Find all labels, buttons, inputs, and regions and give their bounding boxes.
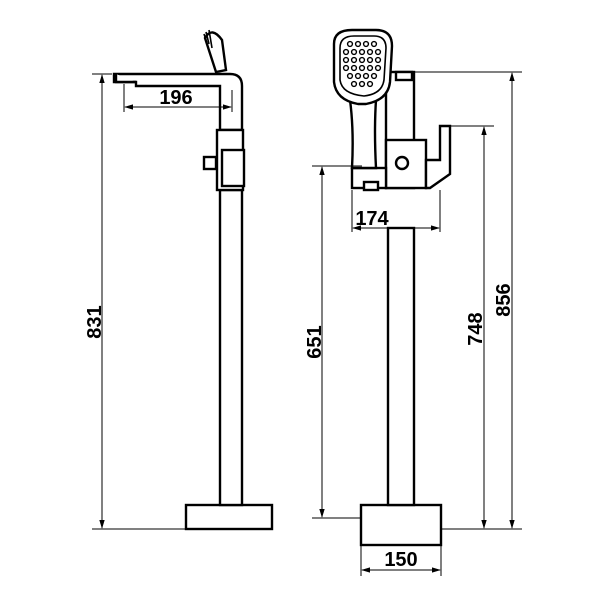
nozzle-dot xyxy=(342,48,350,56)
nozzle-dot xyxy=(374,64,382,72)
front-view-spout-nozzle xyxy=(362,180,380,192)
nozzle-dot xyxy=(366,64,374,72)
nozzle-dot xyxy=(358,48,366,56)
front-view-lever-handle xyxy=(424,124,452,190)
side-view-outlet xyxy=(114,74,136,84)
side-view-column xyxy=(218,188,244,507)
nozzle-dot xyxy=(342,56,350,64)
nozzle-dot xyxy=(350,48,358,56)
nozzle-dot xyxy=(366,80,374,88)
dim-label-150: 150 xyxy=(384,549,417,571)
nozzle-dot xyxy=(350,56,358,64)
nozzle-dot xyxy=(362,40,370,48)
front-view-base xyxy=(359,503,443,547)
nozzle-dot xyxy=(366,48,374,56)
nozzle-dot xyxy=(350,64,358,72)
dim-label-196: 196 xyxy=(159,87,192,109)
nozzle-dot xyxy=(374,56,382,64)
dim-label-856: 856 xyxy=(493,283,515,316)
nozzle-dot xyxy=(342,64,350,72)
front-view: 174 651 748 856 150 xyxy=(304,28,522,576)
front-view-top-outlet xyxy=(394,70,414,82)
nozzle-dot xyxy=(370,72,378,80)
dim-label-831: 831 xyxy=(84,305,106,338)
nozzle-dot xyxy=(346,72,354,80)
nozzle-dot xyxy=(366,56,374,64)
dim-label-748: 748 xyxy=(465,312,487,345)
nozzle-dot xyxy=(358,80,366,88)
side-view-base xyxy=(184,503,274,531)
nozzle-dot xyxy=(370,40,378,48)
nozzle-dot xyxy=(374,48,382,56)
front-view-column xyxy=(386,226,416,507)
side-view-valve-body xyxy=(220,148,246,188)
nozzle-dot xyxy=(354,72,362,80)
front-view-hand-shower-handle xyxy=(348,98,378,170)
nozzle-dot xyxy=(362,72,370,80)
nozzle-dot xyxy=(350,80,358,88)
hand-shower-nozzles xyxy=(342,40,382,88)
nozzle-dot xyxy=(358,56,366,64)
front-view-hand-shower-inner xyxy=(339,35,387,97)
nozzle-dot xyxy=(358,64,366,72)
front-view-valve-knob xyxy=(394,155,410,171)
dim-label-174: 174 xyxy=(355,208,389,230)
nozzle-dot xyxy=(354,40,362,48)
side-view-handle xyxy=(202,155,218,171)
side-view: 831 196 xyxy=(84,29,274,531)
dim-label-651: 651 xyxy=(304,325,326,358)
nozzle-dot xyxy=(346,40,354,48)
side-view-hand-shower-face xyxy=(203,29,213,49)
